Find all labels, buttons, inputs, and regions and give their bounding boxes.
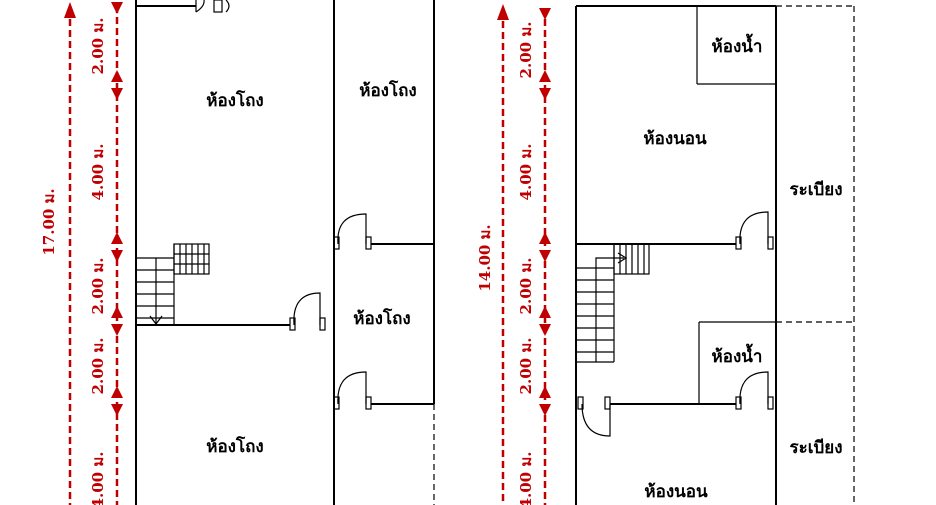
right-door-lower-left (577, 396, 611, 437)
right-walls (575, 5, 777, 505)
left-door-middle (289, 292, 326, 331)
right-segment-dimensions: 2.00 ม. 4.00 ม. 2.00 ม. 2.00 ม. 4.00 ม. (517, 8, 551, 505)
right-bathroom-bottom-label: ห้องน้ำ (712, 343, 763, 367)
left-hall-top-right-label: ห้องโถง (359, 80, 416, 101)
right-balcony-top-label: ระเบียง (789, 179, 842, 200)
left-seg2-label: 4.00 ม. (89, 144, 107, 201)
left-top-door (195, 0, 230, 13)
right-bedroom-bottom-label: ห้องนอน (644, 482, 708, 502)
right-seg-dim-arrows (539, 8, 551, 416)
right-bedroom-top-label: ห้องนอน (643, 129, 707, 149)
right-seg5-label: 4.00 ม. (517, 452, 535, 505)
left-seg5-label: 4.00 ม. (89, 452, 107, 505)
right-balconies (776, 5, 855, 505)
left-hall-top-left-label: ห้องโถง (206, 90, 263, 111)
left-hall-middle-right-label: ห้องโถง (353, 308, 410, 329)
left-staircase (136, 243, 210, 325)
left-door-lower-right (333, 371, 372, 410)
left-seg4-label: 2.00 ม. (89, 338, 107, 395)
right-seg2-label: 4.00 ม. (517, 144, 535, 201)
right-total-dim-arrow (497, 4, 509, 20)
right-balcony-bottom-label: ระเบียง (789, 437, 842, 458)
right-seg4-label: 2.00 ม. (517, 338, 535, 395)
right-staircase (576, 243, 650, 363)
right-door-upper (735, 211, 774, 250)
left-total-dimension: 17.00 ม. (40, 2, 76, 505)
left-segment-dimensions: 2.00 ม. 4.00 ม. 2.00 ม. 2.00 ม. 4.00 ม. (89, 2, 123, 505)
left-seg1-label: 2.00 ม. (89, 18, 107, 75)
left-seg3-label: 2.00 ม. (89, 258, 107, 315)
right-seg3-label: 2.00 ม. (517, 258, 535, 315)
left-floor-plan: 17.00 ม. 2.00 ม. 4.00 ม. 2.00 ม. 2.00 ม.… (40, 0, 435, 505)
left-hall-bottom-left-label: ห้องโถง (206, 436, 263, 457)
right-door-lower-right (735, 371, 774, 410)
right-seg1-label: 2.00 ม. (517, 22, 535, 79)
left-seg-dim-arrows (111, 2, 123, 416)
right-bathroom-top-label: ห้องน้ำ (712, 33, 763, 57)
left-door-upper-right (333, 213, 372, 250)
right-total-dim-label: 14.00 ม. (476, 224, 494, 291)
left-walls (135, 0, 435, 505)
right-floor-plan: 14.00 ม. 2.00 ม. 4.00 ม. 2.00 ม. 2.00 ม.… (476, 4, 855, 505)
left-total-dim-label: 17.00 ม. (40, 188, 58, 255)
left-total-dim-arrow (64, 2, 76, 18)
right-total-dimension: 14.00 ม. (476, 4, 509, 505)
